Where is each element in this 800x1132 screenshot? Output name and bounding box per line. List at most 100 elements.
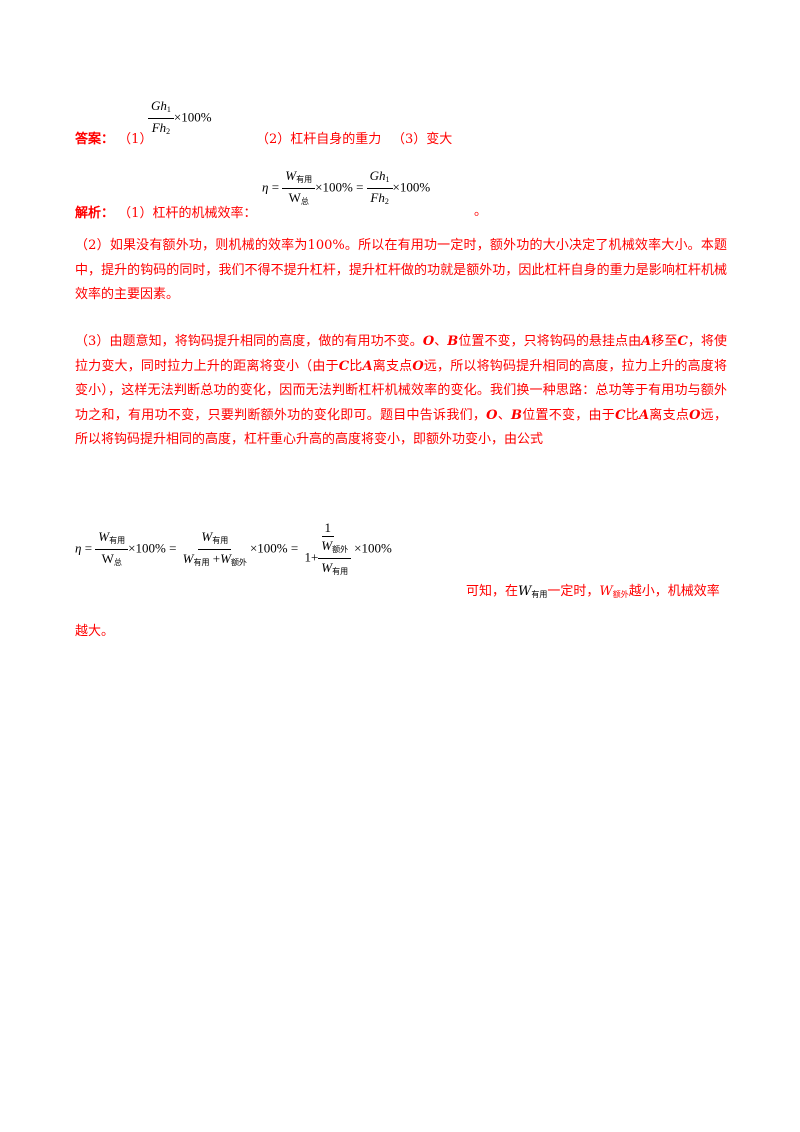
eta-symbol: η	[75, 540, 82, 556]
conclusion-text: 可知，在	[466, 584, 519, 599]
w-useful: W	[98, 529, 110, 544]
w-useful: W	[285, 168, 297, 183]
para3-text: 、	[434, 334, 448, 349]
times-percent: ×100%	[392, 179, 431, 195]
useful-over-total-fraction: W有用 W总	[282, 168, 316, 209]
answer-label: 答案	[75, 132, 102, 147]
para3-text: （3）由题意知，将钩码提升相同的高度，做的有用功不变。	[75, 334, 423, 349]
analysis-colon: ：	[101, 206, 115, 221]
point-c: C	[677, 334, 688, 349]
useful-subscript: 有用	[109, 536, 126, 545]
useful-subscript: 有用	[531, 590, 548, 599]
total-subscript: 总	[113, 558, 122, 567]
plus-sign: +	[212, 551, 221, 566]
answer-colon: ：	[101, 132, 115, 147]
times-percent: ×100%	[173, 109, 212, 125]
answer-fraction: Gh1 Fh2 ×100%	[148, 98, 212, 139]
eta-symbol: η	[262, 179, 269, 195]
equals-sign: =	[271, 179, 280, 195]
analysis-label: 解析	[75, 206, 102, 221]
extra-subscript: 额外	[612, 590, 629, 599]
compound-denominator: 1+ W额外 W有用	[301, 537, 354, 579]
para3-text: 远，所以将钩码提升相同的高度，杠杆重心升高的高度将变小，即额外功变小，由公式	[75, 407, 727, 448]
numerator-one: 1	[321, 520, 335, 537]
point-c: C	[615, 407, 626, 423]
fraction-numerator: Gh	[151, 98, 167, 113]
useful-subscript: 有用	[212, 536, 229, 545]
total-subscript: 总	[300, 197, 309, 206]
extra-subscript: 额外	[332, 545, 349, 554]
times-percent: ×100%	[354, 540, 392, 556]
answer-line: 答案： （1）	[75, 128, 152, 147]
point-a: A	[638, 407, 650, 423]
analysis-paragraph-2: （2）如果没有额外功，则机械的效率为100%。所以在有用功一定时，额外功的大小决…	[75, 238, 727, 302]
para3-text: 位置不变，由于	[521, 407, 616, 423]
numerator-subscript: 1	[166, 105, 171, 114]
denominator-subscript: 2	[384, 197, 389, 206]
fraction-denominator: Fh	[151, 120, 167, 135]
w-useful: W	[518, 584, 532, 599]
conclusion-text: 一定时，	[547, 584, 600, 599]
para3-text: 比	[349, 358, 363, 374]
para3-text: ，将使拉力变大，同时拉力上升的距离将变小（由于	[75, 334, 727, 374]
gh-over-fh-fraction: Gh1 Fh2	[148, 98, 174, 139]
useful-subscript: 有用	[296, 175, 313, 184]
useful-over-useful-plus-extra-fraction: W有用 W有用 +W额外	[180, 529, 250, 570]
efficiency-formula-1: η = W有用 W总 ×100% = Gh1 Fh2 ×100%	[262, 168, 430, 209]
answer-part2: （2）杠杆自身的重力	[256, 132, 382, 147]
point-b: B	[510, 407, 522, 423]
para3-text: 位置不变，只将钩码的悬挂点由	[458, 334, 642, 349]
fraction-denominator: Fh	[370, 190, 385, 205]
answer-part3: （3）变大	[392, 132, 453, 147]
useful-subscript: 有用	[193, 558, 210, 567]
formula1-period: 。	[474, 204, 488, 219]
point-o: O	[422, 334, 435, 349]
denominator-subscript: 2	[166, 127, 171, 136]
answer-part1-marker: （1）	[118, 132, 153, 147]
w-total: W	[288, 190, 301, 205]
para3-text: 比	[625, 407, 639, 423]
conclusion-text: 越小，机械效率	[628, 584, 720, 599]
analysis-paragraph-3: （3）由题意知，将钩码提升相同的高度，做的有用功不变。O、B位置不变，只将钩码的…	[75, 330, 727, 453]
point-b: B	[447, 334, 459, 349]
one-plus: 1+	[304, 549, 319, 565]
para3-text: 移至	[651, 334, 678, 349]
w-useful: W	[321, 560, 333, 575]
times-percent: ×100%	[249, 540, 288, 556]
equals-sign: =	[169, 540, 177, 556]
point-o: O	[486, 407, 498, 423]
equals-sign: =	[290, 540, 299, 556]
equals-sign: =	[356, 179, 364, 195]
one-over-one-plus-ratio-fraction: 1 1+ W额外 W有用	[301, 520, 354, 579]
efficiency-formula-2: η = W有用 W总 ×100% = W有用 W有用 +W额外 ×100% = …	[75, 520, 392, 579]
equals-sign: =	[84, 540, 93, 556]
w-total: W	[101, 551, 114, 566]
para3-text: 、	[497, 407, 511, 423]
para3-text: 离支点	[649, 407, 690, 423]
para3-text: 远，所以将钩码提升相同的高度，拉力上升的高度将变小），这样无法判断总功的变化，因…	[75, 358, 727, 423]
extra-over-useful-fraction: W额外 W有用	[318, 538, 352, 579]
point-c: C	[338, 358, 350, 374]
w-extra: W	[220, 551, 231, 566]
extra-subscript: 额外	[230, 558, 247, 567]
times-percent: ×100%	[128, 540, 166, 556]
analysis-part1: （1）杠杆的机械效率：	[118, 206, 257, 221]
analysis-line: 解析： （1）杠杆的机械效率：	[75, 202, 256, 221]
numerator-subscript: 1	[385, 175, 390, 184]
useful-over-total-fraction: W有用 W总	[95, 529, 129, 570]
point-a: A	[362, 358, 373, 374]
point-o: O	[689, 407, 701, 423]
fraction-numerator: Gh	[369, 168, 386, 183]
conclusion-last: 越大。	[75, 624, 115, 639]
conclusion-line: 可知，在W有用一定时，W额外越小，机械效率	[466, 580, 720, 600]
point-a: A	[641, 334, 652, 349]
gh-over-fh-fraction: Gh1 Fh2	[366, 168, 393, 209]
w-useful: W	[182, 551, 194, 566]
w-extra: W	[599, 584, 613, 599]
w-useful: W	[201, 529, 213, 544]
w-extra: W	[321, 538, 333, 553]
useful-subscript: 有用	[332, 567, 349, 576]
para3-text: 离支点	[372, 358, 413, 374]
times-percent: ×100%	[315, 179, 353, 195]
point-o: O	[412, 358, 424, 374]
